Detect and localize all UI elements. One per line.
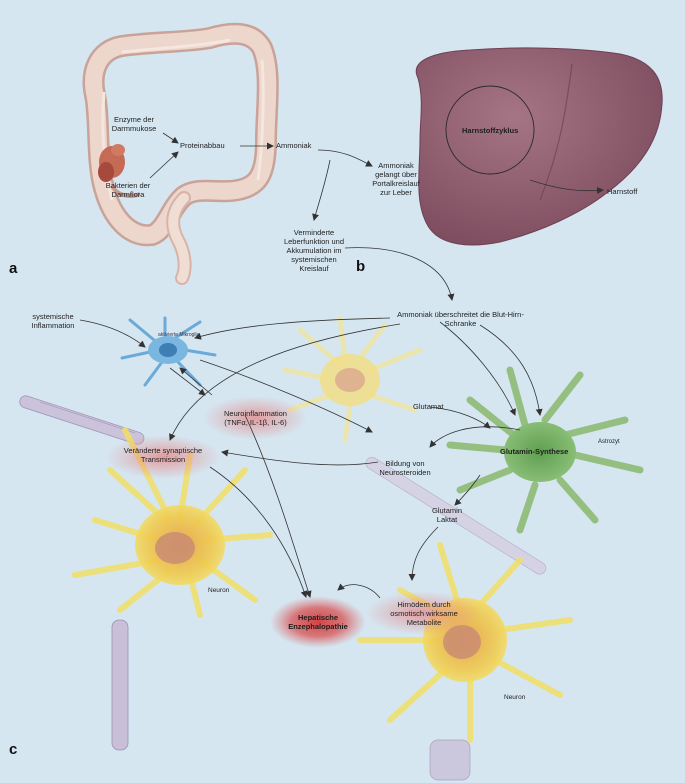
label-neuron-right: Neuron xyxy=(504,694,526,701)
label-he: Hepatische Enzephalopathie xyxy=(288,613,348,631)
label-enzymes: Enzyme der Darmmukose xyxy=(111,115,157,133)
label-ammonia: Ammoniak xyxy=(276,141,312,150)
microglia-cell xyxy=(120,316,217,387)
neuron-top xyxy=(282,315,423,443)
label-reduced-function: Verminderte Leberfunktion und Akkumulati… xyxy=(283,228,345,273)
axon-lower-left xyxy=(111,619,129,751)
neuron-left xyxy=(72,427,273,618)
label-microglia: aktivierte Mikroglia xyxy=(158,332,200,338)
label-edema: Hirnödem durch osmotisch wirksame Metabo… xyxy=(390,600,458,627)
label-glutamine-lactate: Glutamin Laktat xyxy=(431,506,462,524)
astrocyte-cell xyxy=(446,366,644,534)
colon-illustration xyxy=(82,22,279,285)
neuroinflammation-glow xyxy=(203,396,307,440)
label-neurosteroids: Bildung von Neurosteroiden xyxy=(379,459,431,477)
label-bacteria: Bakterien der Darmflora xyxy=(105,181,151,199)
label-synaptic: Veränderte synaptische Transmission xyxy=(123,446,203,464)
label-urea-cycle: Harnstoffzyklus xyxy=(462,126,519,135)
label-portal: Ammoniak gelangt über Portalkreislauf zu… xyxy=(372,161,420,197)
panel-label-b: b xyxy=(356,258,366,275)
label-protein-breakdown: Proteinabbau xyxy=(180,141,225,150)
label-bbb: Ammoniak überschreitet die Blut-Hirn-Sch… xyxy=(397,310,524,328)
panel-label-c: c xyxy=(9,741,18,758)
arrows xyxy=(79,132,604,599)
label-astrocyte: Astrozyt xyxy=(598,439,620,445)
synaptic-glow xyxy=(105,435,221,479)
label-glutamine-synthetase: Glutamin-Synthese xyxy=(500,447,569,456)
panel-label-a: a xyxy=(9,260,18,277)
he-glow xyxy=(270,596,366,648)
label-glutamate: Glutamat xyxy=(413,402,444,411)
edema-glow xyxy=(365,591,481,635)
label-neuron-left: Neuron xyxy=(208,587,230,594)
label-urea: Harnstoff xyxy=(607,187,638,196)
label-neuroinflammation: Neuroinflammation (TNFα, IL-1β, IL-6) xyxy=(224,409,287,427)
liver-illustration xyxy=(415,47,663,246)
axon-middle xyxy=(365,456,547,575)
neuron-right xyxy=(357,542,573,781)
label-systemic-inflammation: systemische Inflammation xyxy=(31,312,75,330)
